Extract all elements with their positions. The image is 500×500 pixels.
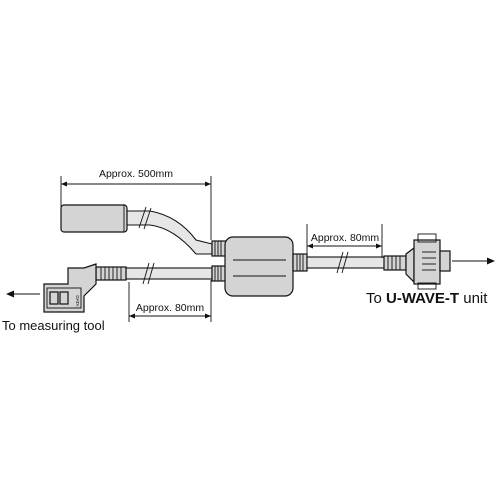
- dimension-top: Approx. 500mm: [60, 168, 212, 240]
- cable-end-cylinder: [60, 204, 128, 233]
- label-to-u-wave-t: To U-WAVE-T unit: [366, 290, 488, 307]
- connector-data-mark: DATA: [75, 295, 80, 306]
- label-right-suffix: unit: [459, 290, 488, 307]
- label-right-bold: U-WAVE-T: [386, 290, 459, 307]
- dimension-right: Approx. 80mm: [306, 224, 383, 258]
- measuring-tool-connector: DATA: [43, 263, 97, 313]
- upper-cable: [125, 206, 213, 255]
- right-cable: [306, 251, 386, 274]
- splitter-body: [211, 236, 308, 297]
- label-right-prefix: To: [366, 290, 386, 307]
- lower-strain-relief: [95, 266, 127, 281]
- u-wave-t-connector: [383, 233, 451, 290]
- arrow-to-u-wave-t: [452, 257, 495, 265]
- dimension-bottom-label: Approx. 80mm: [136, 302, 205, 314]
- dimension-bottom: Approx. 80mm: [128, 280, 212, 322]
- lower-cable: [125, 262, 213, 285]
- arrow-to-measuring-tool: [6, 290, 40, 298]
- dimension-top-label: Approx. 500mm: [99, 168, 173, 180]
- dimension-right-label: Approx. 80mm: [311, 232, 380, 244]
- label-to-measuring-tool: To measuring tool: [2, 318, 105, 333]
